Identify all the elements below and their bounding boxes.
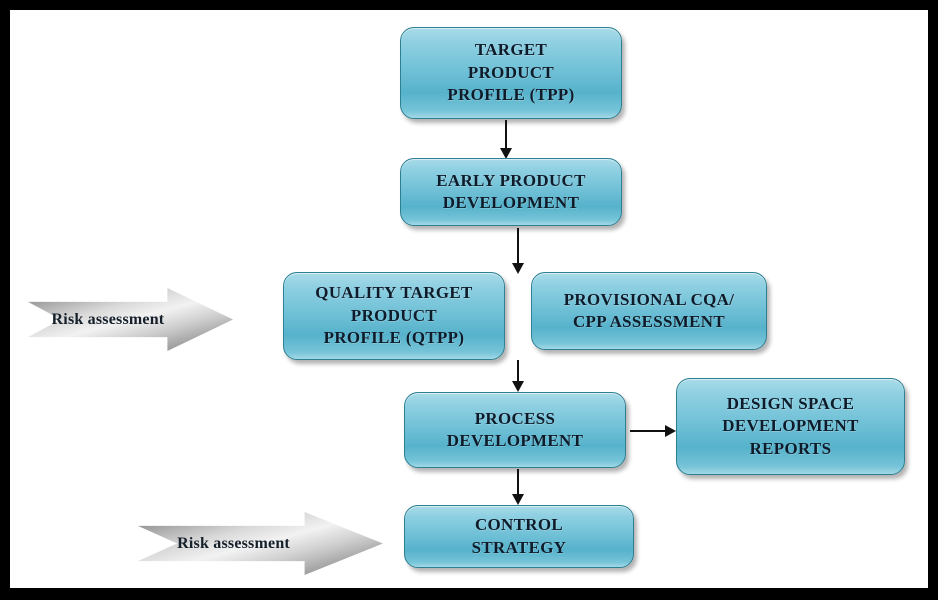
arrowhead-down-icon [512,263,524,274]
arrowhead-down-icon [512,381,524,392]
node-label: PROVISIONAL CQA/ CPP ASSESSMENT [563,289,735,331]
connector-qtpp-to-process [511,360,525,392]
risk-assessment-arrow-top[interactable]: Risk assessment [28,288,233,351]
node-label: DESIGN SPACE DEVELOPMENT REPORTS [722,393,859,458]
node-design-space-development-reports[interactable]: DESIGN SPACE DEVELOPMENT REPORTS [676,378,905,475]
connector-line [517,360,519,382]
connector-process-to-design-space [630,424,676,438]
connector-line [517,469,519,495]
node-quality-target-product-profile[interactable]: QUALITY TARGET PRODUCT PROFILE (QTPP) [283,272,505,360]
arrowhead-down-icon [512,494,524,505]
risk-assessment-label: Risk assessment [177,534,290,552]
connector-line [517,228,519,264]
arrowhead-right-icon [665,425,676,437]
node-label: TARGET PRODUCT PROFILE (TPP) [447,40,575,105]
connector-early-to-qtpp [511,228,525,274]
node-label: EARLY PRODUCT DEVELOPMENT [436,170,586,212]
connector-tpp-to-early [499,120,513,159]
connector-line [505,120,507,150]
node-label: CONTROL STRATEGY [471,515,567,557]
diagram-stage: TARGET PRODUCT PROFILE (TPP) EARLY PRODU… [10,10,928,588]
risk-assessment-arrow-bottom[interactable]: Risk assessment [138,512,383,575]
node-label: QUALITY TARGET PRODUCT PROFILE (QTPP) [315,283,473,348]
risk-assessment-label: Risk assessment [51,310,165,328]
connector-line [630,430,666,432]
node-early-product-development[interactable]: EARLY PRODUCT DEVELOPMENT [400,158,622,226]
node-target-product-profile[interactable]: TARGET PRODUCT PROFILE (TPP) [400,27,622,119]
node-control-strategy[interactable]: CONTROL STRATEGY [404,505,634,568]
arrowhead-down-icon [500,148,512,159]
node-process-development[interactable]: PROCESS DEVELOPMENT [404,392,626,468]
connector-process-to-control [511,469,525,505]
node-label: PROCESS DEVELOPMENT [446,408,584,450]
node-provisional-cqa-cpp-assessment[interactable]: PROVISIONAL CQA/ CPP ASSESSMENT [531,272,767,350]
